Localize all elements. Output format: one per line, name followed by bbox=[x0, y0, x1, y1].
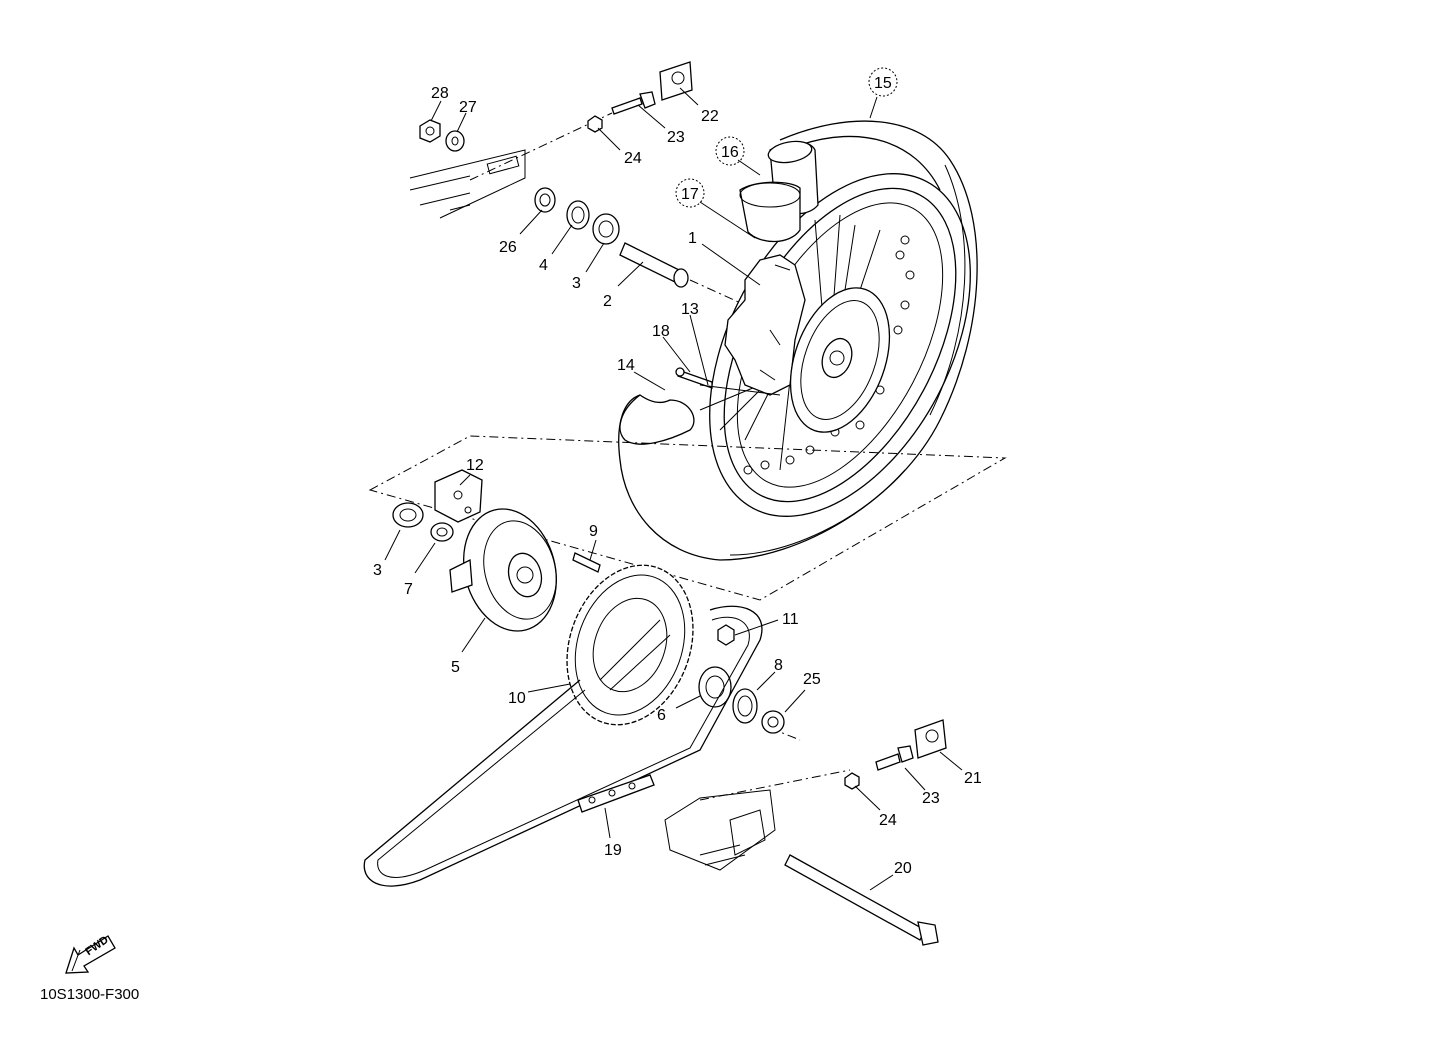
callout-24-upper[interactable]: 24 bbox=[624, 150, 642, 167]
collar-25 bbox=[761, 710, 785, 734]
sprocket-10 bbox=[566, 564, 694, 726]
callout-15[interactable]: 15 bbox=[874, 75, 892, 92]
callout-11[interactable]: 11 bbox=[782, 611, 799, 628]
callout-14[interactable]: 14 bbox=[617, 357, 635, 374]
callout-3-lower[interactable]: 3 bbox=[373, 562, 382, 579]
callout-7[interactable]: 7 bbox=[404, 581, 413, 598]
callout-circle-17 bbox=[675, 178, 705, 208]
callout-labels: 1 2 3 3 4 5 6 7 8 9 10 11 12 13 14 15 16… bbox=[373, 75, 982, 877]
callout-circle-15 bbox=[868, 67, 898, 97]
oil-seal-8 bbox=[732, 688, 758, 724]
collar-7 bbox=[430, 522, 454, 542]
bolt-23-upper bbox=[611, 91, 656, 115]
leader-lines bbox=[384, 87, 963, 891]
callout-12[interactable]: 12 bbox=[466, 457, 484, 474]
diagram-code: 10S1300-F300 bbox=[40, 986, 140, 1003]
callout-13[interactable]: 13 bbox=[681, 301, 699, 318]
callout-1[interactable]: 1 bbox=[688, 230, 697, 247]
valve-18 bbox=[675, 367, 713, 389]
inner-tube bbox=[739, 181, 801, 243]
callout-17[interactable]: 17 bbox=[681, 186, 699, 203]
nut-11 bbox=[717, 624, 735, 646]
callout-2[interactable]: 2 bbox=[603, 293, 612, 310]
fwd-arrow-icon bbox=[65, 935, 116, 974]
callout-27[interactable]: 27 bbox=[459, 99, 477, 116]
collar-26 bbox=[534, 187, 556, 213]
callout-21[interactable]: 21 bbox=[964, 770, 982, 787]
adjuster-22 bbox=[659, 61, 693, 101]
bolt-23-lower bbox=[875, 745, 914, 771]
callout-8[interactable]: 8 bbox=[774, 657, 783, 674]
clutch-hub-5 bbox=[449, 508, 557, 632]
callout-25[interactable]: 25 bbox=[803, 671, 821, 688]
callout-26[interactable]: 26 bbox=[499, 239, 517, 256]
swingarm-left-end bbox=[409, 149, 526, 219]
nut-28 bbox=[419, 119, 441, 143]
callout-10[interactable]: 10 bbox=[508, 690, 526, 707]
callout-20[interactable]: 20 bbox=[894, 860, 912, 877]
callout-28[interactable]: 28 bbox=[431, 85, 449, 102]
callout-23-lower[interactable]: 23 bbox=[922, 790, 940, 807]
adjuster-21 bbox=[914, 719, 947, 759]
rear-tire bbox=[618, 120, 978, 561]
callout-23-upper[interactable]: 23 bbox=[667, 129, 685, 146]
damper-12 bbox=[434, 469, 483, 523]
callout-circle-16 bbox=[715, 136, 745, 166]
axle-20 bbox=[784, 854, 939, 946]
bearing-4 bbox=[566, 200, 590, 230]
callout-22[interactable]: 22 bbox=[701, 108, 719, 125]
callout-3-upper[interactable]: 3 bbox=[572, 275, 581, 292]
callout-18[interactable]: 18 bbox=[652, 323, 670, 340]
callout-16[interactable]: 16 bbox=[721, 144, 739, 161]
callout-9[interactable]: 9 bbox=[589, 523, 598, 540]
callout-6[interactable]: 6 bbox=[657, 707, 666, 724]
drive-chain bbox=[363, 605, 763, 887]
callout-5[interactable]: 5 bbox=[451, 659, 460, 676]
callout-24-lower[interactable]: 24 bbox=[879, 812, 897, 829]
rear-hub bbox=[724, 254, 891, 433]
bearing-3-lower bbox=[392, 502, 424, 528]
joint-19 bbox=[577, 774, 655, 813]
stud-9 bbox=[572, 552, 601, 573]
washer-27 bbox=[445, 130, 465, 152]
nut-24-lower bbox=[844, 772, 860, 790]
spacer-2 bbox=[619, 242, 689, 288]
spoke-13 bbox=[699, 384, 781, 396]
swingarm-right-end bbox=[664, 789, 776, 871]
callout-4[interactable]: 4 bbox=[539, 257, 548, 274]
callout-19[interactable]: 19 bbox=[604, 842, 622, 859]
bearing-3-upper bbox=[592, 213, 620, 245]
